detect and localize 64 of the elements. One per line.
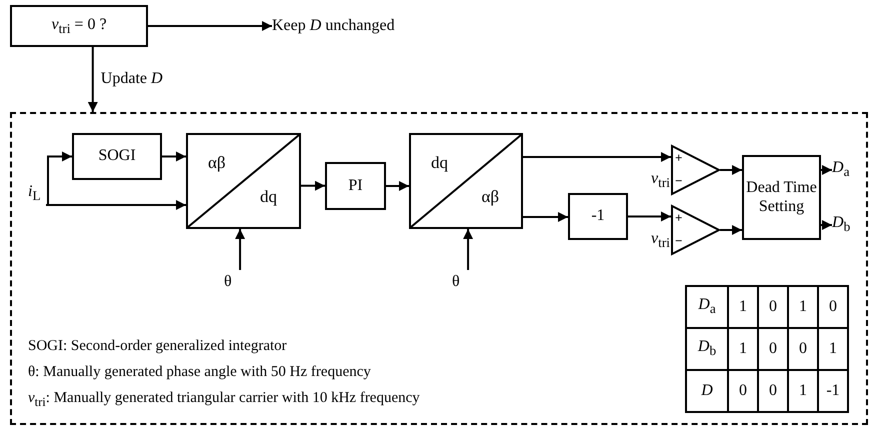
domain-label: αβ [208, 153, 226, 173]
arrow [628, 212, 671, 222]
signal-text: D$_{b}$ [832, 214, 850, 236]
carrier-label: v$_{tri}$ [651, 170, 670, 191]
arrow [463, 229, 474, 270]
transform-block [186, 133, 301, 229]
arrow [720, 225, 742, 235]
table-cell: 1 [789, 287, 819, 329]
block-label: -1 [591, 207, 605, 226]
edge-label: Update D [100, 70, 163, 88]
table-cell: 0 [759, 287, 789, 329]
domain-label: αβ [481, 187, 499, 207]
table-cell: 0 [819, 287, 849, 329]
table-cell: 1 [729, 329, 759, 371]
signal-text: i$_{L}$ [28, 183, 41, 205]
arrow [386, 181, 409, 191]
table-cell: 1 [819, 329, 849, 371]
note-text: v$_{tri}$: Manually generated triangular carrier with 10 kHz frequency [28, 389, 420, 411]
arrow [301, 180, 325, 191]
process-box [568, 193, 628, 240]
arrow [821, 164, 832, 175]
block-label: v$_{tri}$ = 0 ? [51, 16, 107, 36]
transform-block [409, 133, 523, 229]
process-box [742, 155, 821, 240]
arrow [88, 47, 98, 112]
arrow [235, 229, 246, 270]
input-sign: + [675, 211, 682, 224]
arrow [523, 212, 568, 222]
block-label: SOGI [98, 147, 136, 166]
signal-text: Keep D unchanged [272, 17, 395, 35]
signal-text: θ [224, 273, 232, 291]
table-cell: 0 [759, 329, 789, 371]
table-cell: -1 [819, 371, 849, 413]
arrow [720, 165, 742, 175]
input-sign: + [675, 151, 682, 164]
note-text: SOGI: Second-order generalized integrator [28, 337, 288, 356]
input-sign: − [675, 234, 682, 247]
domain-label: dq [431, 153, 448, 173]
dashed-region [10, 112, 868, 425]
table-cell: 1 [729, 287, 759, 329]
table-cell: D$_{a}$ [687, 287, 729, 329]
arrow [162, 152, 186, 162]
block-label: Dead Time Setting [745, 179, 818, 216]
carrier-label: v$_{tri}$ [651, 230, 670, 251]
signal-text: θ [452, 273, 460, 291]
process-box [325, 162, 386, 210]
signal-text: D$_{a}$ [832, 159, 850, 181]
note-text: θ: Manually generated phase angle with 50 Hz frequency [28, 363, 372, 382]
arrow [523, 152, 671, 162]
arrow [46, 200, 186, 210]
arrow [148, 21, 272, 31]
table-cell: 0 [729, 371, 759, 413]
input-sign: − [675, 174, 682, 187]
process-box [72, 133, 162, 180]
arrow [821, 220, 832, 230]
arrow [46, 152, 72, 206]
domain-label: dq [260, 187, 277, 207]
table-cell: 0 [789, 329, 819, 371]
process-box [10, 5, 148, 47]
block-label: PI [348, 176, 363, 196]
table-cell: 0 [759, 371, 789, 413]
table-cell: D$_{b}$ [687, 329, 729, 371]
table-cell: D [687, 371, 729, 413]
table-cell: 1 [789, 371, 819, 413]
